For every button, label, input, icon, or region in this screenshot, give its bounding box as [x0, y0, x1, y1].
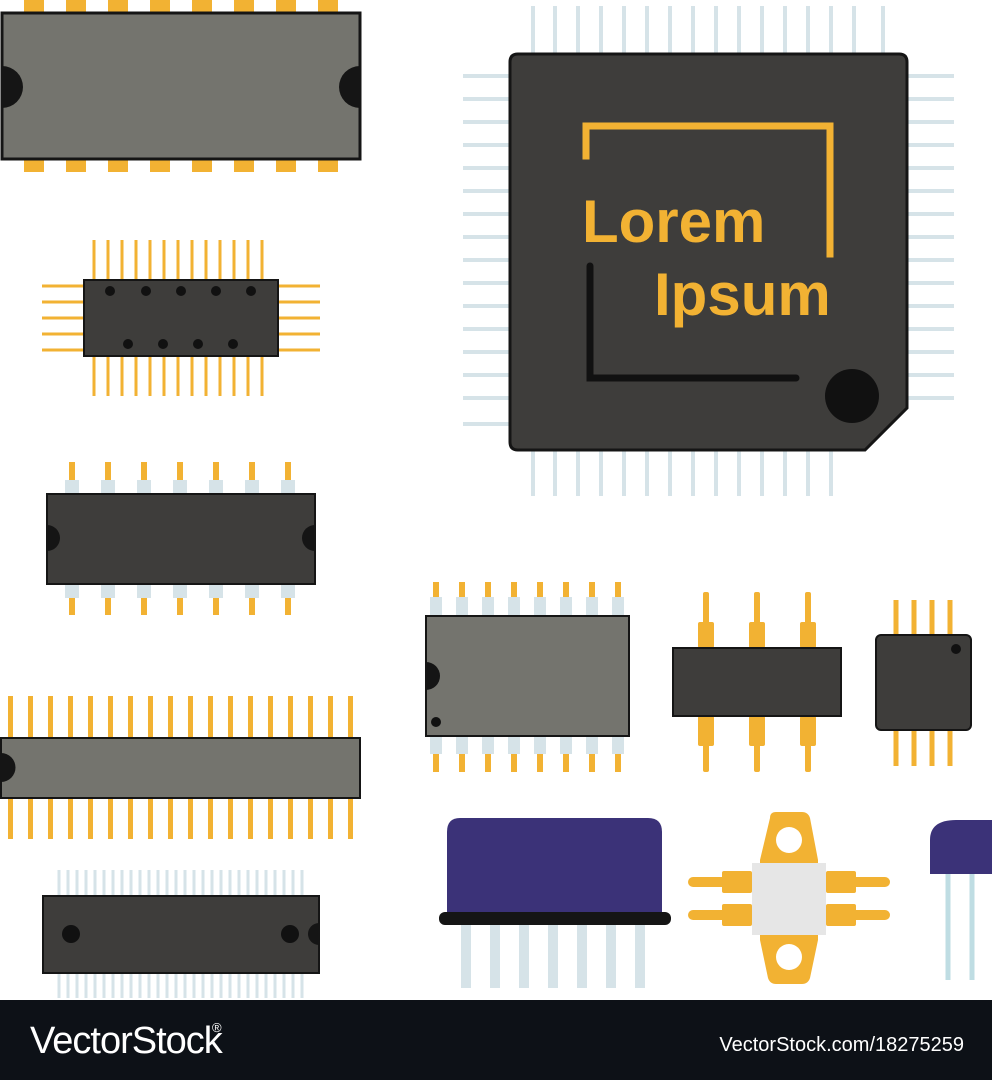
- chip-pins: [893, 600, 953, 766]
- chip-pins: [945, 872, 975, 980]
- chip-pins: [57, 870, 304, 998]
- chip-pins: [463, 6, 954, 496]
- chip-purple-oscillator: [439, 818, 671, 988]
- chip-pins: [42, 240, 320, 396]
- chip-gray-dip-top-left: [0, 0, 362, 172]
- chip-dark-dip-14: [46, 462, 316, 615]
- footer-bar: VectorStock ® VectorStock.com/18275259: [0, 1000, 992, 1080]
- chip-illustration: Lorem Ipsum: [0, 0, 992, 998]
- footer-reference: VectorStock.com/18275259: [719, 1034, 964, 1056]
- registered-mark: ®: [212, 1020, 222, 1035]
- chip-gray-soic: [425, 582, 630, 772]
- footer-brand-logo[interactable]: VectorStock: [30, 1020, 223, 1062]
- chip-pins: [461, 924, 645, 988]
- cpu-label-line2: Ipsum: [654, 261, 831, 328]
- chip-pins: [24, 0, 338, 172]
- chip-transistor-flange: [688, 812, 890, 984]
- chip-cpu-qfp-large: Lorem Ipsum: [463, 6, 954, 496]
- chip-purple-to92: [930, 820, 992, 980]
- chip-pins: [688, 871, 890, 926]
- chip-pins: [65, 462, 295, 615]
- chip-dark-three-pin: [672, 592, 842, 772]
- chip-dark-qfn-small: [875, 600, 972, 766]
- chip-qfp-small: [42, 240, 320, 396]
- cpu-label-line1: Lorem: [582, 188, 765, 255]
- chip-pins: [8, 696, 353, 839]
- chip-pins: [430, 582, 624, 772]
- chip-gray-long-dip: [0, 696, 361, 839]
- chip-dark-fine-pin: [42, 870, 320, 998]
